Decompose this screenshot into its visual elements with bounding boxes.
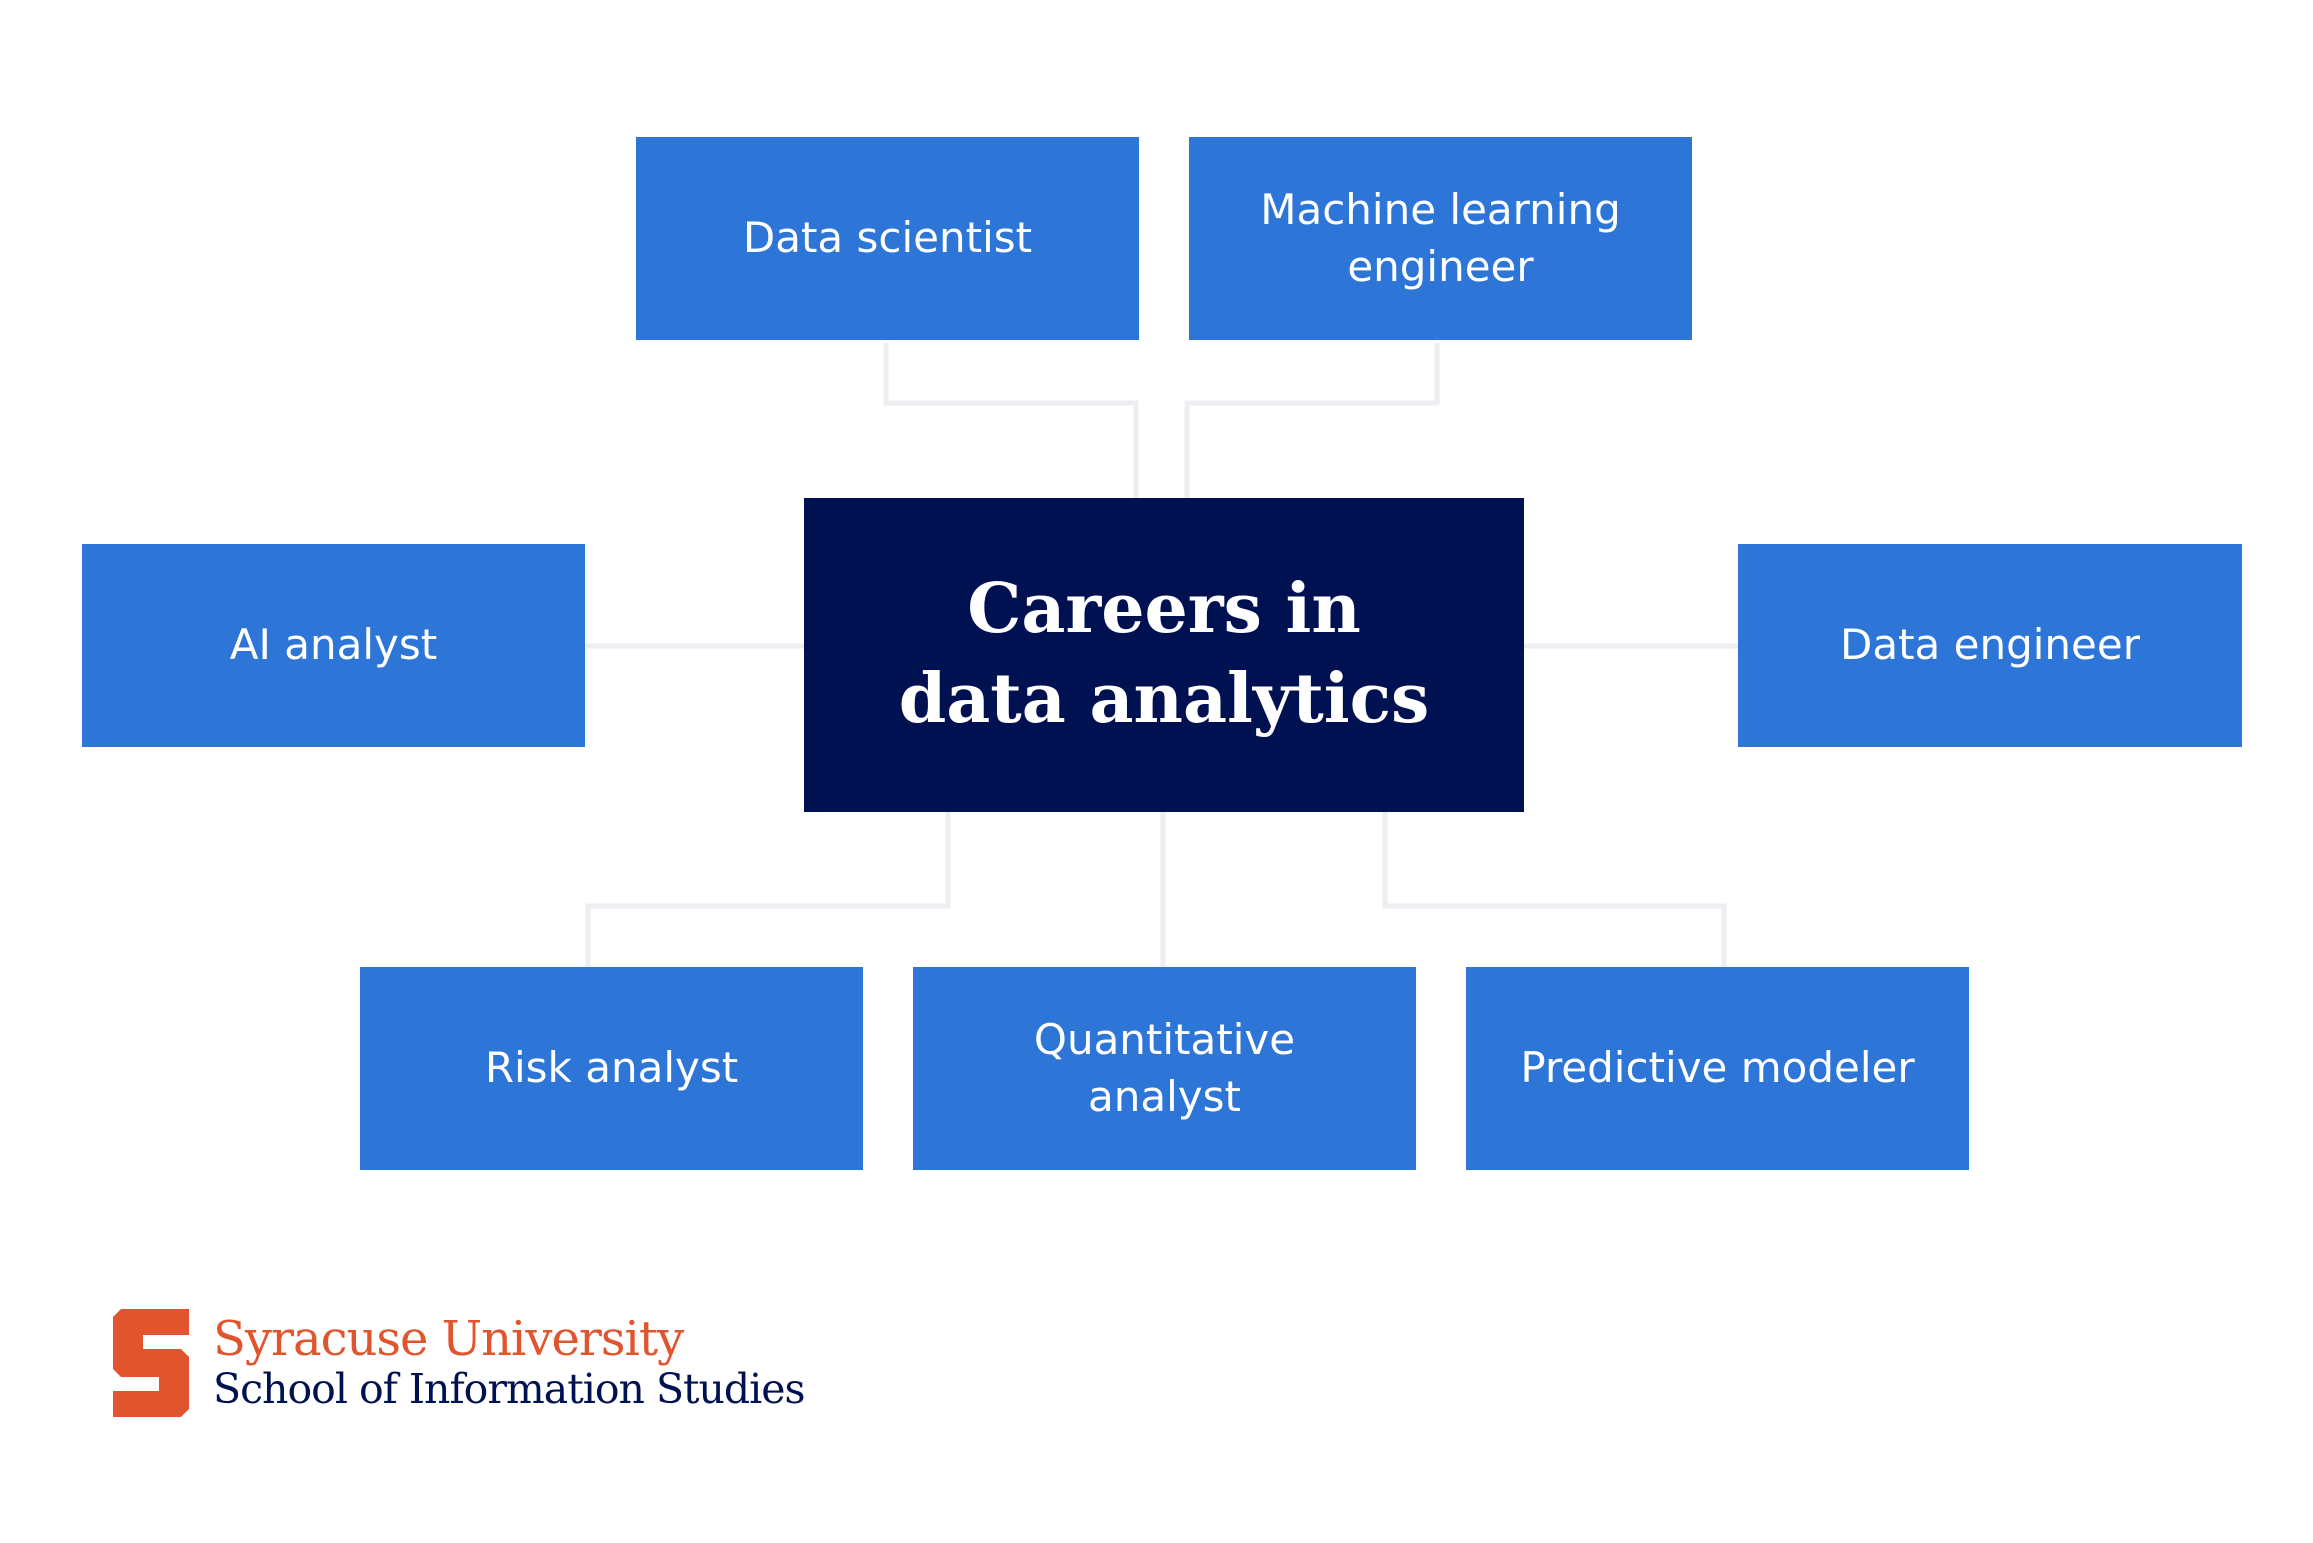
node-label: Data scientist <box>742 213 1033 263</box>
node-data-scientist: Data scientist <box>636 137 1139 340</box>
connector-predictive-modeler <box>1382 812 1727 967</box>
center-title-line2: data analytics <box>898 659 1430 739</box>
node-label-line1: Machine learning <box>1260 184 1621 234</box>
node-data-engineer: Data engineer <box>1738 544 2242 747</box>
logo-wordmark: Syracuse University School of Informatio… <box>213 1311 806 1413</box>
center-node: Careers in data analytics <box>804 498 1524 812</box>
center-title-line1: Careers in <box>967 569 1361 650</box>
node-predictive-modeler: Predictive modeler <box>1466 967 1969 1170</box>
connector-ml-engineer <box>1184 343 1440 498</box>
node-label-line2: engineer <box>1347 241 1534 291</box>
node-quantitative-analyst: Quantitative analyst <box>913 967 1416 1170</box>
connector-data-scientist <box>883 343 1139 498</box>
syracuse-s-logo-icon <box>113 1309 189 1417</box>
connector-risk-analyst <box>585 812 951 967</box>
syracuse-logo: Syracuse University School of Informatio… <box>113 1309 806 1417</box>
node-label: Quantitative analyst <box>1033 1014 1296 1121</box>
node-ai-analyst: AI analyst <box>82 544 585 747</box>
node-label: Predictive modeler <box>1520 1043 1915 1093</box>
node-label: Risk analyst <box>484 1043 739 1093</box>
node-label: Data engineer <box>1840 620 2140 670</box>
node-risk-analyst: Risk analyst <box>360 967 863 1170</box>
node-ml-engineer: Machine learning engineer <box>1189 137 1692 340</box>
school-name: School of Information Studies <box>213 1364 806 1413</box>
university-name: Syracuse University <box>213 1311 684 1368</box>
node-label: AI analyst <box>229 620 438 670</box>
